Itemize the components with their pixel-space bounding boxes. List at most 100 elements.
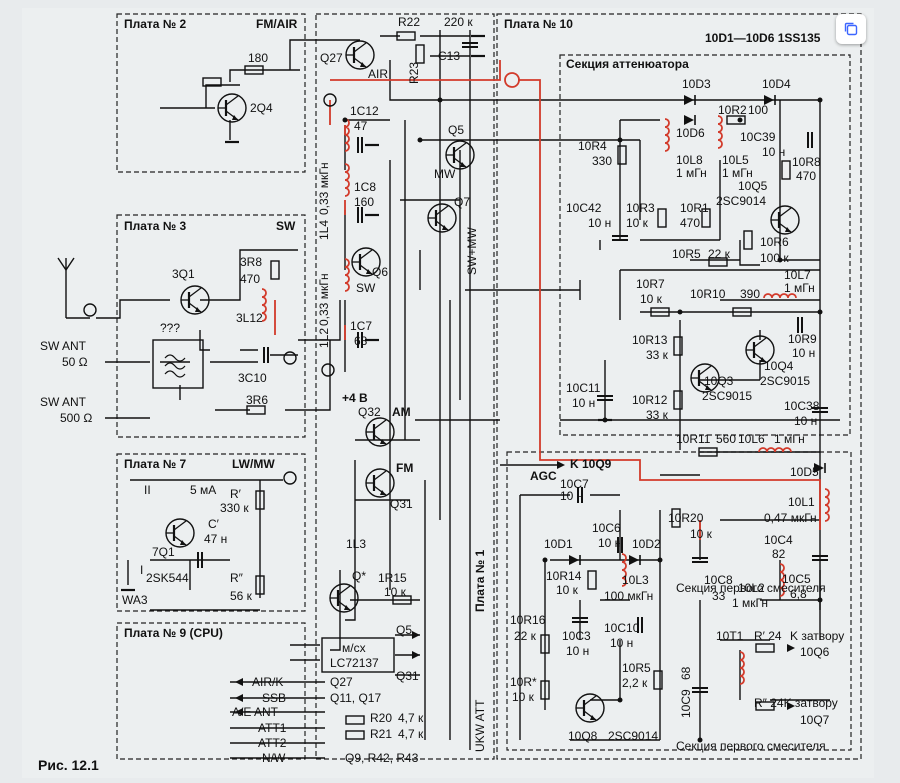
b9-chip-line2: LC72137 bbox=[330, 656, 379, 670]
b10-rx: 10R* bbox=[510, 675, 537, 689]
b1-q27-label: Q27 bbox=[320, 51, 343, 65]
b1-mw-label: MW bbox=[434, 167, 456, 181]
b10-l2: 10L2 bbox=[738, 581, 765, 595]
b10-c9-value: 68 bbox=[679, 666, 693, 680]
b10-c6-value: 10 н bbox=[598, 536, 621, 550]
b10-r20: 10R20 bbox=[668, 511, 704, 525]
b10-q8: 10Q8 bbox=[568, 729, 598, 743]
b10-r5: 10R5 bbox=[672, 247, 701, 261]
b7-q-label: 7Q1 bbox=[152, 545, 175, 559]
b3-q-label: 3Q1 bbox=[172, 267, 195, 281]
b10-c39-value: 10 н bbox=[762, 145, 785, 159]
b3-unknown-label: ??? bbox=[160, 321, 180, 335]
b10-r5b-value: 2,2 к bbox=[622, 676, 648, 690]
b10-r7-value: 10 к bbox=[640, 292, 663, 306]
b9-r21-label: R21 bbox=[370, 727, 392, 741]
b10-r16: 10R16 bbox=[510, 613, 546, 627]
b10-q5-type: 2SC9014 bbox=[716, 194, 766, 208]
b10-rz1: R′ 24 bbox=[754, 629, 782, 643]
b10-r8: 10R8 bbox=[792, 155, 821, 169]
ukw-att-label: UKW ATT bbox=[473, 699, 487, 752]
b10-c42-value: 10 н bbox=[588, 216, 611, 230]
b10-d2: 10D2 bbox=[632, 537, 661, 551]
b7-roman1: I bbox=[140, 563, 143, 577]
b10-r6: 10R6 bbox=[760, 235, 789, 249]
b1-r23-label: R23 bbox=[407, 62, 421, 84]
b10-l5: 10L5 bbox=[722, 153, 749, 167]
b10-r3-value: 10 к bbox=[626, 216, 649, 230]
b9-nw-label: N/W bbox=[262, 751, 286, 765]
b10-d5: 10D5 bbox=[790, 465, 819, 479]
b10-c5-value: 6,8 bbox=[790, 587, 807, 601]
b10-r8-value: 470 bbox=[796, 169, 816, 183]
b10-c3-value: 10 н bbox=[566, 644, 589, 658]
b7-r1-label: R′ bbox=[230, 487, 242, 501]
b10-c8-value: 33 bbox=[712, 589, 726, 603]
b1-q31-label: Q31 bbox=[390, 497, 413, 511]
block7-title: Плата № 7 bbox=[124, 457, 187, 471]
b10-l2-value: 1 мкГн bbox=[732, 596, 768, 610]
b9-r21-value: 4,7 к bbox=[398, 727, 424, 741]
b10-r10: 10R10 bbox=[690, 287, 726, 301]
b1-c7-value: 68 bbox=[354, 334, 368, 348]
b10-l7-value: 1 мГн bbox=[784, 281, 815, 295]
b7-r1-value: 330 к bbox=[220, 501, 249, 515]
block2-title: Плата № 2 bbox=[124, 17, 187, 31]
b10-c42: 10C42 bbox=[566, 201, 602, 215]
b1-c8-value: 160 bbox=[354, 195, 374, 209]
b10-l6-value: 1 мГн bbox=[774, 432, 805, 446]
b9-ssb-label: SSB bbox=[262, 691, 286, 705]
b9-q5-label: Q5 bbox=[396, 623, 412, 637]
b10-q8-type: 2SC9014 bbox=[608, 729, 658, 743]
b10-l1-value: 0,47 мкГн bbox=[764, 511, 817, 525]
b10-r12-value: 33 к bbox=[646, 408, 669, 422]
b1-am-label: AM bbox=[392, 405, 411, 419]
b3-r6-label: 3R6 bbox=[246, 393, 268, 407]
b10-c4: 10C4 bbox=[764, 533, 793, 547]
b10-c38: 10C38 bbox=[784, 399, 820, 413]
b9-q31-label: Q31 bbox=[396, 669, 419, 683]
b10-l1: 10L1 bbox=[788, 495, 815, 509]
b1-q7-label: Q7 bbox=[454, 195, 470, 209]
b10-c38-value: 10 н bbox=[794, 414, 817, 428]
b7-wa-label: WA3 bbox=[122, 593, 148, 607]
b10-l5-value: 1 мГн bbox=[722, 166, 753, 180]
b10-q3: 10Q3 bbox=[704, 374, 734, 388]
b9-r20-value: 4,7 к bbox=[398, 711, 424, 725]
b10-r1: 10R1 bbox=[680, 201, 709, 215]
b1-c12-value: 47 bbox=[354, 119, 368, 133]
mixer-section-title: Секция первого смесителя bbox=[676, 581, 826, 595]
b10-c4-value: 82 bbox=[772, 547, 786, 561]
b9-chip-line1: м/сх bbox=[342, 641, 366, 655]
b7-r2-value: 56 к bbox=[230, 589, 253, 603]
b1-c13-label: C13 bbox=[438, 49, 460, 63]
b1-l2-label: 1L2 bbox=[317, 328, 331, 348]
b1-plus4-label: +4 В bbox=[342, 391, 368, 405]
b1-l3-label: 1L3 bbox=[346, 537, 366, 551]
b3-c10-label: 3C10 bbox=[238, 371, 267, 385]
b10-c7: 10C7 bbox=[560, 477, 589, 491]
b10-l3: 10L3 bbox=[622, 573, 649, 587]
b10-r4: 10R4 bbox=[578, 139, 607, 153]
b10-t1: 10T1 bbox=[716, 629, 744, 643]
b10-q4-type: 2SC9015 bbox=[760, 374, 810, 388]
b7-c1-value: 47 н bbox=[204, 532, 227, 546]
b9-att1-label: ATT1 bbox=[258, 721, 287, 735]
b1-k10q9-label: K 10Q9 bbox=[570, 457, 612, 471]
b10-r3: 10R3 bbox=[626, 201, 655, 215]
b9-air-label: AIR/K bbox=[252, 675, 283, 689]
sw-ant-1-label: SW ANT bbox=[40, 339, 87, 353]
block1-title: Плата № 1 bbox=[473, 549, 487, 612]
copy-icon[interactable] bbox=[836, 14, 866, 44]
b10-c39: 10C39 bbox=[740, 130, 776, 144]
b1-sw-label: SW bbox=[356, 281, 376, 295]
b10-r14-value: 10 к bbox=[556, 583, 579, 597]
b10-rz1-target: K затвору bbox=[790, 629, 844, 643]
b10-q5: 10Q5 bbox=[738, 179, 768, 193]
b10-r10-value: 390 bbox=[740, 287, 760, 301]
b10-r11: 10R11 bbox=[676, 432, 711, 446]
b10-rx-value: 10 к bbox=[512, 690, 535, 704]
sw-ant-2-label: SW ANT bbox=[40, 395, 87, 409]
